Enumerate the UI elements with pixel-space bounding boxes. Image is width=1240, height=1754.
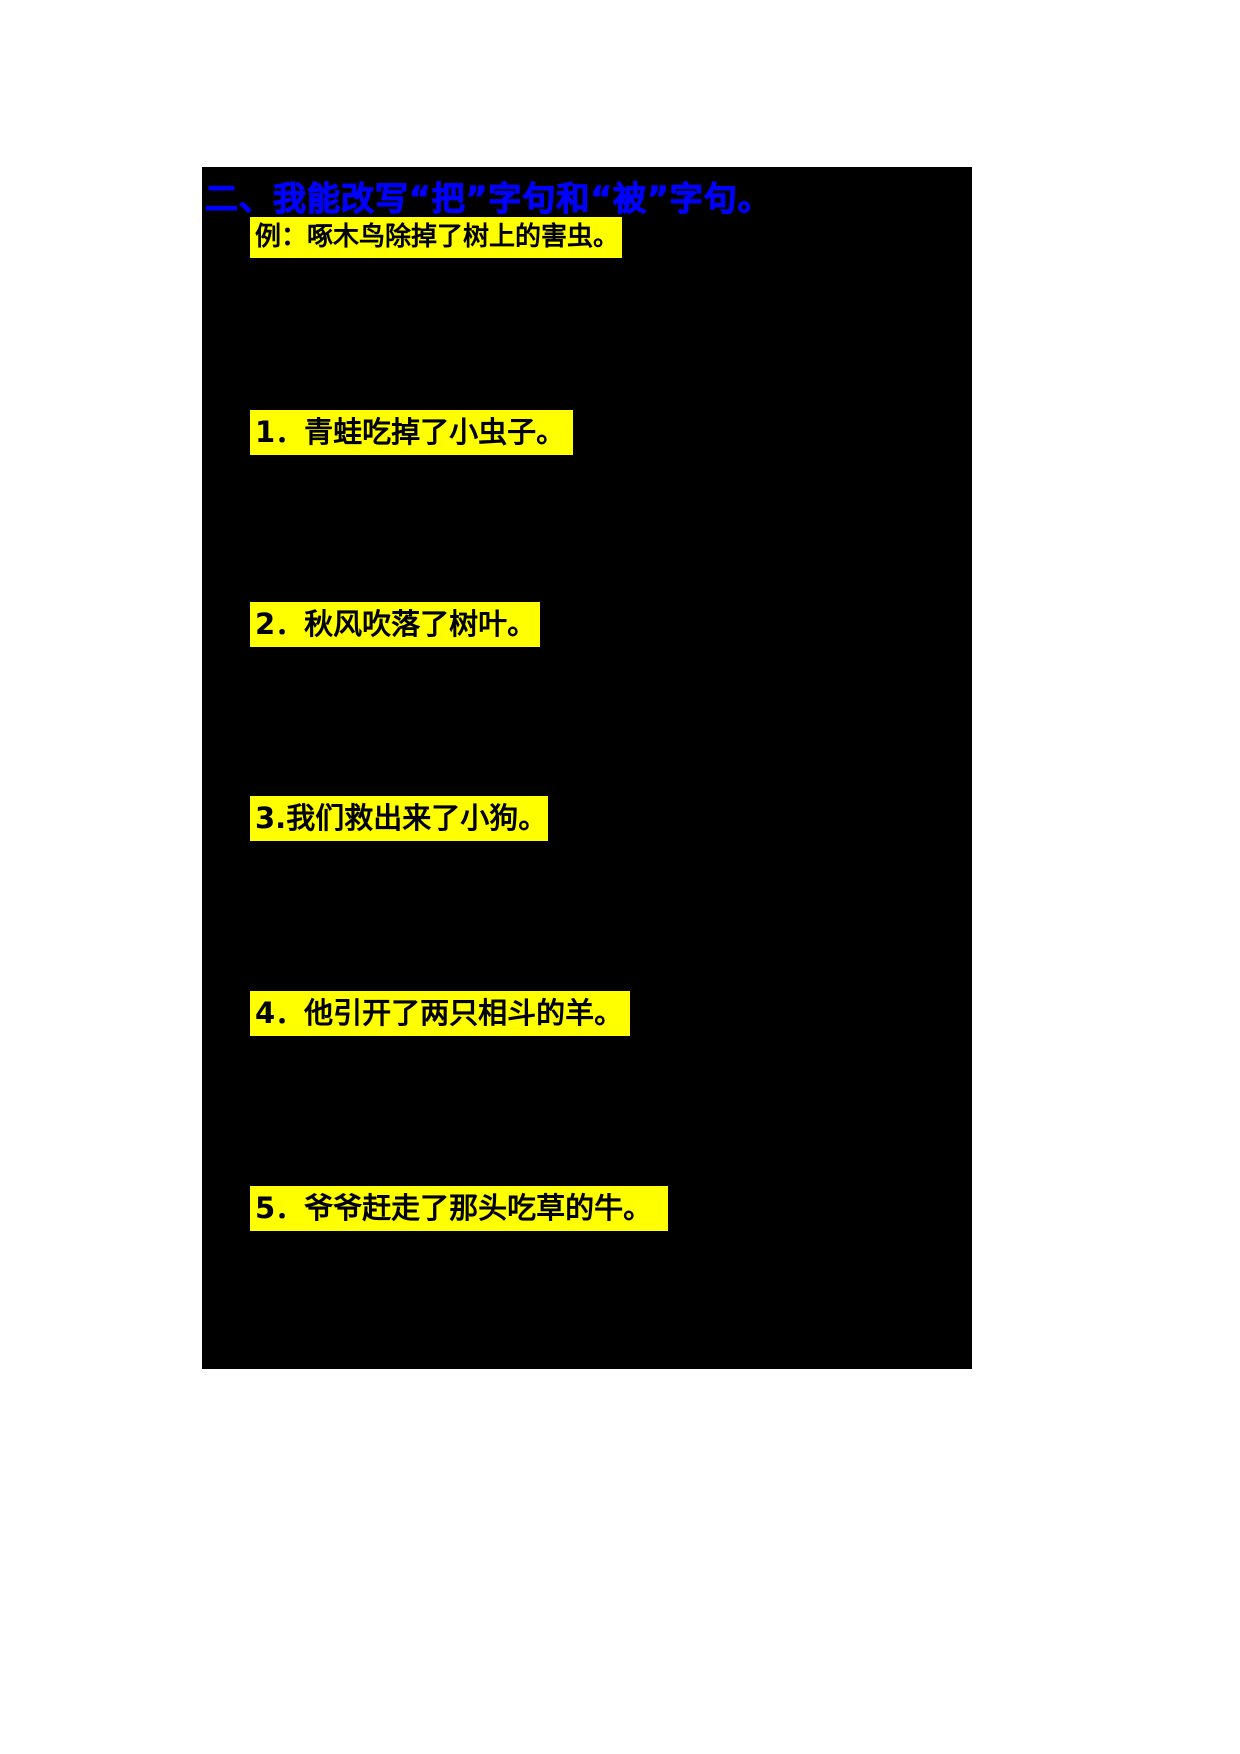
worksheet-panel: 二、我能改写“把”字句和“被”字句。 例：啄木鸟除掉了树上的害虫。 1．青蛙吃掉… (202, 167, 972, 1369)
exercise-sentence-1: 1．青蛙吃掉了小虫子。 (250, 410, 573, 455)
exercise-sentence-4: 4．他引开了两只相斗的羊。 (250, 991, 630, 1036)
section-title: 二、我能改写“把”字句和“被”字句。 (205, 179, 772, 219)
exercise-sentence-5: 5．爷爷赶走了那头吃草的牛。 (250, 1186, 668, 1231)
exercise-sentence-3: 3.我们救出来了小狗。 (250, 796, 548, 841)
exercise-sentence-2: 2．秋风吹落了树叶。 (250, 602, 540, 647)
example-sentence: 例：啄木鸟除掉了树上的害虫。 (250, 217, 622, 258)
